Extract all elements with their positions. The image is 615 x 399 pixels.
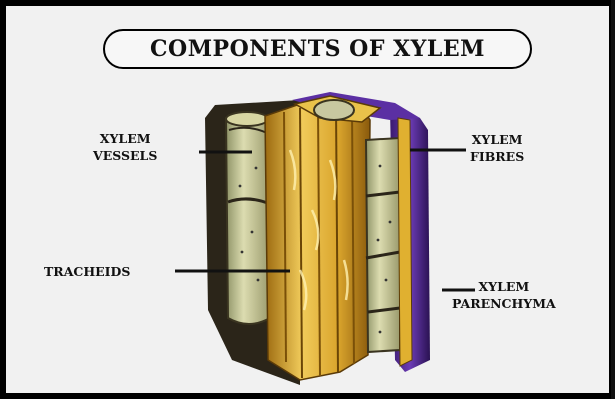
label-xylem-parenchyma: XYLEM PARENCHYMA	[452, 278, 556, 312]
label-xylem-fibres: XYLEM FIBRES	[470, 131, 524, 165]
top-vessel	[314, 100, 354, 120]
label-xylem-vessels: XYLEM VESSELS	[93, 130, 157, 164]
fibre-strip	[398, 118, 412, 366]
vessel-left	[226, 112, 270, 324]
label-tracheids: TRACHEIDS	[44, 263, 130, 280]
vessel-right	[366, 138, 400, 352]
tracheid-bundle	[265, 104, 370, 380]
